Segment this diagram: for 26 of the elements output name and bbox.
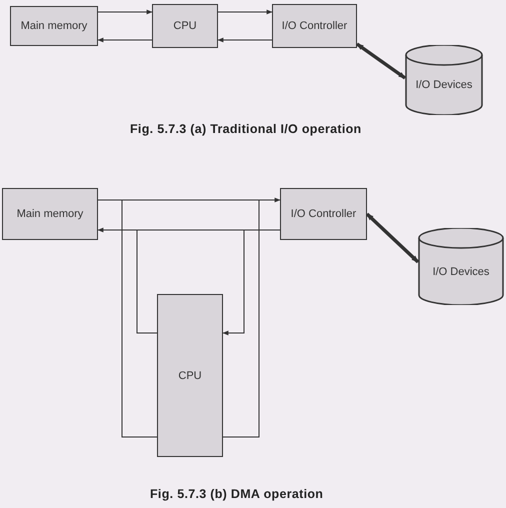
process-box xyxy=(157,294,223,457)
arrow xyxy=(366,212,420,264)
process-box xyxy=(272,4,357,48)
arrow xyxy=(97,38,152,42)
node-label: I/O Controller xyxy=(290,208,356,220)
process-box xyxy=(10,6,98,46)
connector-line xyxy=(98,200,158,438)
node-label: CPU xyxy=(173,20,197,32)
arrow xyxy=(98,10,153,14)
node-label: I/O Controller xyxy=(282,20,348,32)
process-box xyxy=(2,188,98,240)
arrow xyxy=(218,10,273,14)
arrow xyxy=(222,230,280,336)
node-label: Main memory xyxy=(20,20,88,32)
node-label: I/O Devices xyxy=(416,79,472,91)
node-label: Main memory xyxy=(16,208,84,220)
node-label: CPU xyxy=(178,370,202,382)
arrow xyxy=(356,42,406,80)
figure-caption: Fig. 5.7.3 (a) Traditional I/O operation xyxy=(130,122,362,136)
process-box xyxy=(152,4,218,48)
connector-line xyxy=(222,200,280,438)
connector-line xyxy=(98,230,158,334)
process-box xyxy=(280,188,367,240)
figure-caption: Fig. 5.7.3 (b) DMA operation xyxy=(150,487,324,501)
node-label: I/O Devices xyxy=(432,266,490,278)
arrow xyxy=(217,38,272,42)
